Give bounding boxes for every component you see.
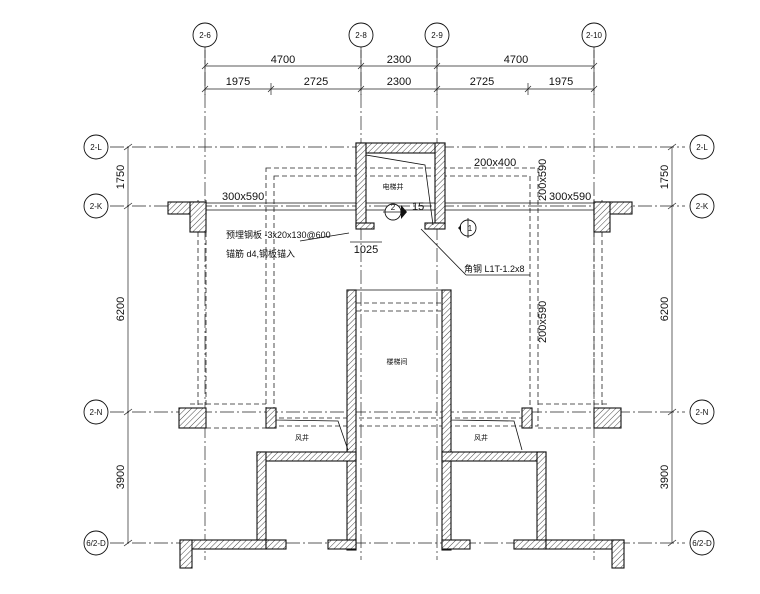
bottom-wall-mid-c2 bbox=[441, 539, 471, 550]
mark-15: 15 bbox=[412, 201, 424, 213]
grid-bubble-col-4: 2-10 bbox=[581, 22, 607, 58]
svg-text:2-L: 2-L bbox=[696, 143, 708, 152]
grid-bubble-row-2-right: 2-K bbox=[689, 193, 715, 219]
leader-angle-steel bbox=[420, 228, 467, 276]
dim-top-overall-1: 4700 bbox=[271, 54, 295, 66]
shaft-wall-top bbox=[355, 142, 446, 154]
bottom-wall-mid-c1 bbox=[327, 539, 357, 550]
top-dimension-lines bbox=[201, 60, 598, 95]
grid-bubble-row-1-right: 2-L bbox=[689, 134, 715, 160]
column-k-right-pier bbox=[593, 201, 611, 233]
dim-top-detail-5: 1975 bbox=[549, 76, 573, 88]
svg-text:2-9: 2-9 bbox=[431, 31, 443, 40]
dim-top-detail-4: 2725 bbox=[470, 76, 494, 88]
beam-label-200x400: 200x400 bbox=[474, 157, 516, 169]
vent-right-side bbox=[536, 451, 547, 548]
bottom-wall-left bbox=[179, 539, 267, 550]
grid-bubble-col-2: 2-8 bbox=[348, 22, 374, 58]
beam-label-300x590-left: 300x590 bbox=[222, 191, 264, 203]
label-vent-left: 风井 bbox=[295, 433, 309, 442]
svg-text:2-L: 2-L bbox=[90, 143, 102, 152]
walls bbox=[167, 142, 633, 569]
dim-top-overall-3: 4700 bbox=[504, 54, 528, 66]
leader-embed-plate bbox=[299, 232, 350, 242]
column-n-inner-right bbox=[521, 407, 533, 429]
dim-top-detail-1: 1975 bbox=[226, 76, 250, 88]
section-symbol-b: 1 bbox=[458, 218, 477, 238]
column-k-left-pier bbox=[189, 201, 207, 233]
shaft-wall-bottom-left bbox=[355, 222, 375, 230]
dim-top-overall-2: 2300 bbox=[387, 54, 411, 66]
label-stair: 楼梯间 bbox=[387, 357, 408, 366]
note-embed-plate: 预埋钢板 -3x20x130@600 bbox=[226, 229, 331, 240]
svg-text:2-N: 2-N bbox=[90, 408, 103, 417]
grid-bubble-row-3-right: 2-N bbox=[689, 399, 715, 425]
svg-text:6/2-D: 6/2-D bbox=[692, 539, 712, 548]
label-shaft: 电梯井 bbox=[383, 182, 404, 191]
svg-text:2-N: 2-N bbox=[696, 408, 709, 417]
vent-right-top bbox=[441, 451, 547, 462]
shaft-wall-bottom-right bbox=[424, 222, 446, 230]
svg-text:1: 1 bbox=[468, 224, 473, 233]
bottom-wall-mid-r bbox=[513, 539, 547, 550]
dim-right-a: 1750 bbox=[659, 165, 671, 189]
note-anchor-bar: 锚筋 d4,钢板锚入 bbox=[226, 248, 295, 259]
bottom-wall-right-end bbox=[611, 539, 625, 569]
beam-label-200x590-side: 200x590 bbox=[537, 301, 549, 343]
svg-text:2-10: 2-10 bbox=[586, 31, 603, 40]
svg-text:2: 2 bbox=[391, 203, 396, 212]
note-angle-steel: 角钢 L1T-1.2x8 bbox=[464, 263, 525, 274]
beam-label-200x590-top: 200x590 bbox=[537, 159, 549, 201]
stair-wall-right bbox=[441, 289, 452, 551]
interior-outlines bbox=[275, 153, 523, 451]
dim-1025: 1025 bbox=[354, 244, 378, 256]
section-symbol-a: 2 bbox=[383, 203, 407, 221]
dim-right-b: 6200 bbox=[659, 297, 671, 321]
grid-bubble-row-2-left: 2-K bbox=[83, 193, 109, 219]
grid-bubble-row-4-right: 6/2-D bbox=[689, 530, 715, 556]
dim-left-c: 3900 bbox=[115, 465, 127, 489]
beam-outlines bbox=[190, 167, 610, 429]
column-n-right bbox=[593, 407, 622, 429]
shaft-wall-right bbox=[434, 142, 446, 228]
vent-left-top bbox=[256, 451, 357, 462]
grid-bubble-row-4-left: 6/2-D bbox=[83, 530, 109, 556]
bottom-wall-left-end bbox=[179, 539, 193, 569]
column-n-inner-left bbox=[265, 407, 277, 429]
grid-bubble-col-1: 2-6 bbox=[192, 22, 218, 58]
grid-bubble-row-3-left: 2-N bbox=[83, 399, 109, 425]
grid-bubble-row-1-left: 2-L bbox=[83, 134, 109, 160]
stair-wall-left bbox=[346, 289, 357, 551]
dim-top-detail-3: 2300 bbox=[387, 76, 411, 88]
svg-text:2-6: 2-6 bbox=[199, 31, 211, 40]
dim-left-a: 1750 bbox=[115, 165, 127, 189]
shaft-wall-left bbox=[355, 142, 367, 228]
bottom-wall-mid-l bbox=[265, 539, 287, 550]
vent-left-side bbox=[256, 451, 267, 548]
dim-right-c: 3900 bbox=[659, 465, 671, 489]
grid-bubble-col-3: 2-9 bbox=[424, 22, 450, 58]
svg-text:2-8: 2-8 bbox=[355, 31, 367, 40]
beam-label-300x590-right: 300x590 bbox=[549, 191, 591, 203]
label-vent-right: 风井 bbox=[474, 433, 488, 442]
svg-text:6/2-D: 6/2-D bbox=[86, 539, 106, 548]
svg-text:2-K: 2-K bbox=[90, 202, 103, 211]
dim-left-b: 6200 bbox=[115, 297, 127, 321]
svg-text:2-K: 2-K bbox=[696, 202, 709, 211]
dim-top-detail-2: 2725 bbox=[304, 76, 328, 88]
column-n-left bbox=[178, 407, 207, 429]
side-dimension-lines bbox=[123, 143, 677, 547]
grid-axes bbox=[110, 50, 685, 560]
